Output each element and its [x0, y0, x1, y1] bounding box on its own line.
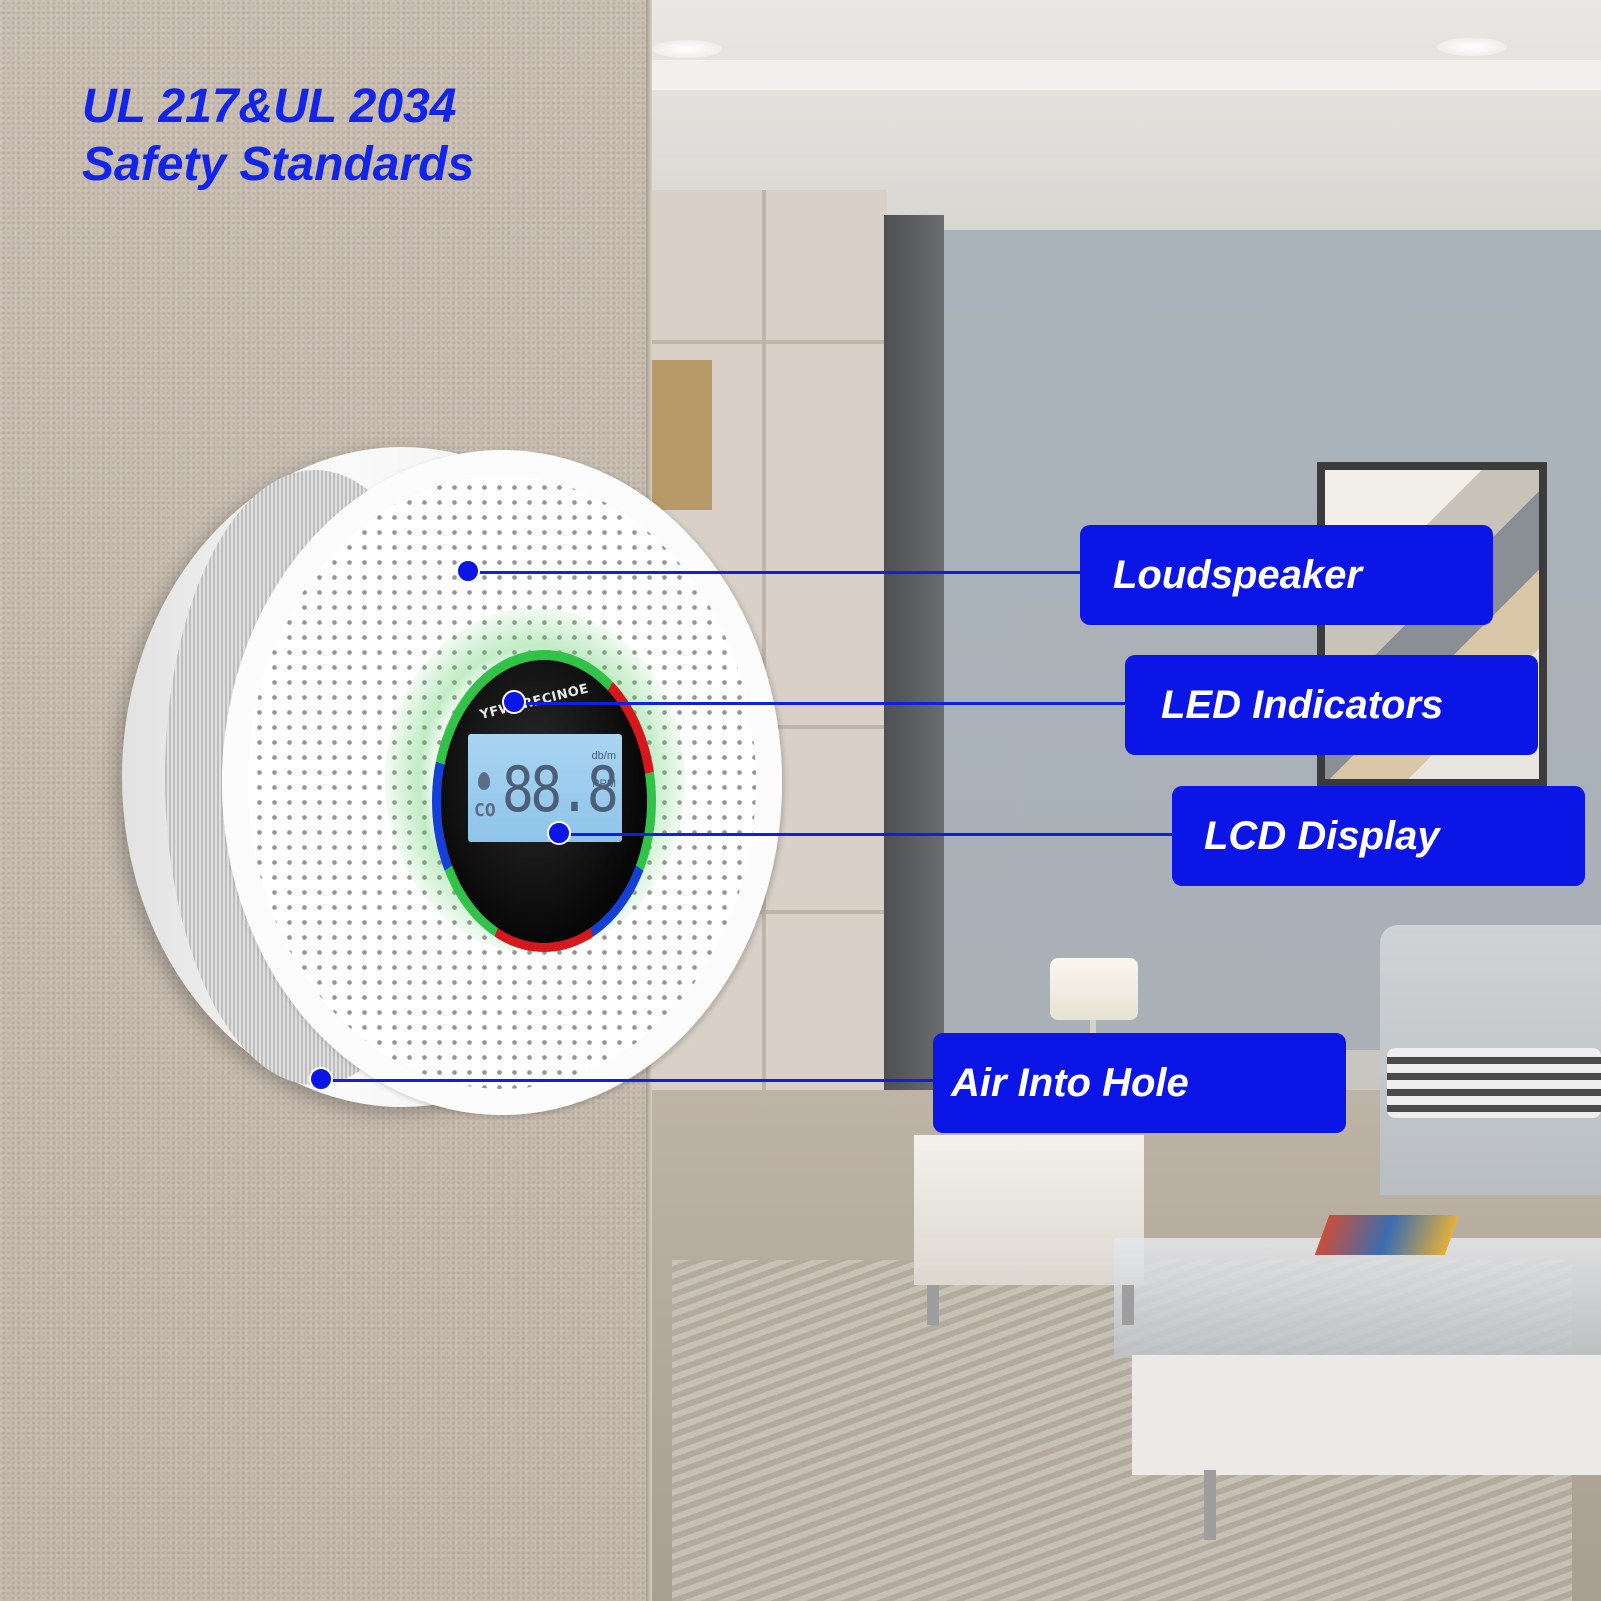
lcd-marker-dot — [547, 821, 571, 845]
lcd-screen: CO 88.8 db/m PPM — [468, 734, 622, 842]
air-into-hole-label-text: Air Into Hole — [951, 1060, 1189, 1105]
side-table — [914, 1135, 1144, 1285]
air-into-hole-label: Air Into Hole — [933, 1033, 1346, 1133]
lcd-leader-line — [559, 833, 1173, 836]
loudspeaker-marker-dot — [456, 559, 480, 583]
lcd-display-label: LCD Display — [1172, 786, 1585, 886]
lcd-unit-bottom: PPM — [592, 778, 616, 790]
lcd-digits: 88.8 — [502, 753, 619, 826]
table-leg — [927, 1285, 939, 1325]
loudspeaker-label: Loudspeaker — [1080, 525, 1493, 625]
table-leg — [1204, 1470, 1216, 1540]
loudspeaker-leader-line — [468, 571, 1080, 574]
bookshelf — [652, 360, 712, 510]
loudspeaker-label-text: Loudspeaker — [1113, 552, 1362, 597]
dark-pillar — [884, 215, 944, 1095]
ceiling-light — [1437, 38, 1507, 56]
flame-icon — [478, 772, 490, 790]
title-line-2: Safety Standards — [82, 138, 475, 191]
led-indicators-label: LED Indicators — [1125, 655, 1538, 755]
led-leader-line — [514, 702, 1126, 705]
air-hole-marker-dot — [309, 1067, 333, 1091]
striped-cushion — [1387, 1048, 1601, 1118]
led-indicators-label-text: LED Indicators — [1161, 682, 1444, 727]
living-room-background — [652, 0, 1601, 1601]
magazines — [1314, 1215, 1460, 1255]
coffee-table — [1114, 1238, 1601, 1358]
led-marker-dot — [502, 690, 526, 714]
lcd-unit-top: db/m — [591, 750, 616, 762]
lamp-shade — [1050, 958, 1138, 1020]
ceiling-step — [652, 60, 1601, 90]
lcd-co-label: CO — [474, 800, 496, 821]
lcd-display-label-text: LCD Display — [1204, 813, 1440, 858]
title-line-1: UL 217&UL 2034 — [82, 80, 457, 133]
ceiling-light — [652, 40, 722, 58]
coffee-table-base — [1132, 1355, 1601, 1475]
air-hole-leader-line — [321, 1079, 937, 1082]
table-leg — [1122, 1285, 1134, 1325]
page-title: UL 217&UL 2034 Safety Standards — [82, 78, 474, 194]
